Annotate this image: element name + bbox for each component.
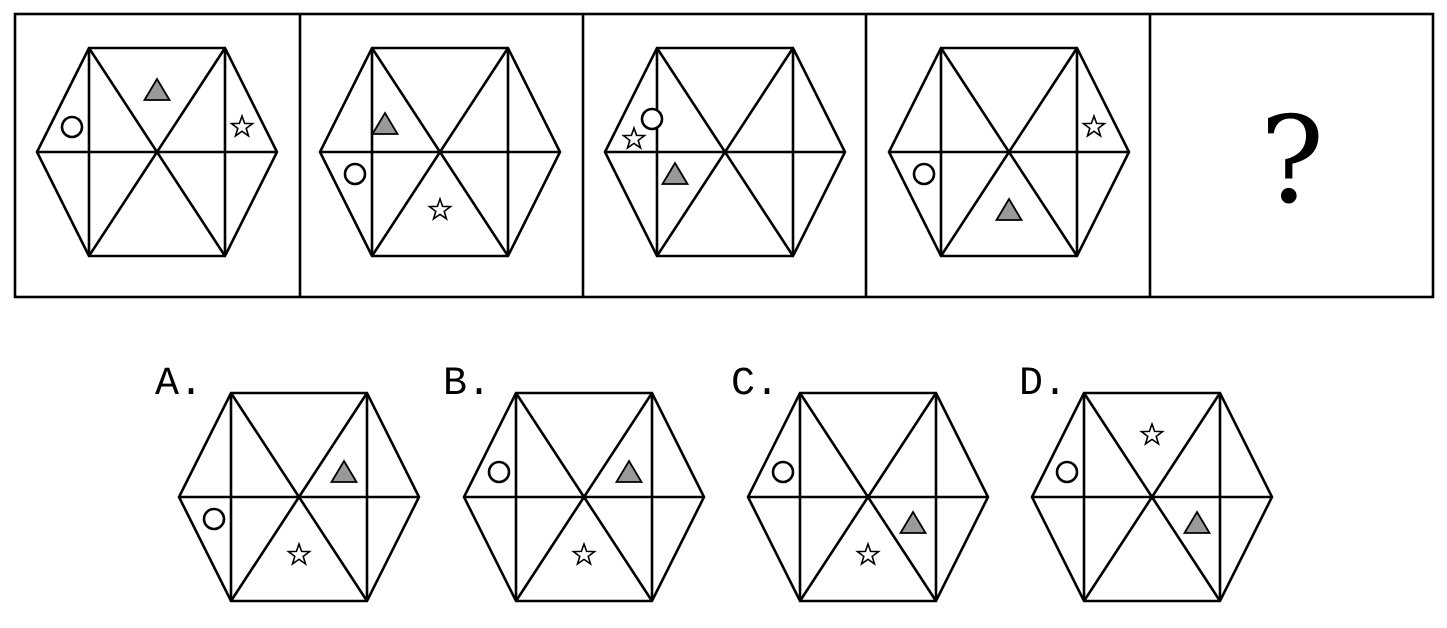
inner-diagonal-line (514, 392, 654, 602)
triangle-icon (370, 111, 400, 135)
sequence-4-figure (887, 46, 1131, 258)
star-icon (1139, 421, 1165, 446)
inner-diagonal-line (798, 392, 938, 602)
circle-icon (912, 162, 936, 186)
options-row: A. B. C. D. (155, 362, 1274, 603)
triangle-icon (614, 459, 644, 483)
option-label: A. (155, 362, 203, 407)
circle-icon (771, 460, 795, 484)
inner-diagonal-line (939, 47, 1079, 257)
circle-icon (1055, 460, 1079, 484)
star-icon (621, 125, 647, 150)
star-icon (286, 541, 312, 566)
triangle-icon (1182, 510, 1212, 534)
option-1-figure (177, 391, 421, 603)
triangle-icon (994, 197, 1024, 221)
star-icon (427, 196, 453, 221)
triangle-icon (660, 161, 690, 185)
sequence-3-figure (603, 46, 847, 258)
sequence-border (13, 12, 1435, 299)
triangle-icon (898, 510, 928, 534)
circle-icon (202, 507, 226, 531)
sequence-frame (13, 12, 1435, 299)
circle-icon (487, 460, 511, 484)
star-icon (229, 113, 255, 138)
option-2-figure (462, 391, 706, 603)
option-4-figure (1030, 391, 1274, 603)
triangle-icon (329, 459, 359, 483)
option-label: D. (1019, 362, 1067, 407)
option-label: B. (443, 362, 491, 407)
star-icon (855, 541, 881, 566)
star-icon (1081, 113, 1107, 138)
option-3-figure (746, 391, 990, 603)
sequence-2-figure (318, 46, 562, 258)
sequence-row (35, 46, 1131, 258)
star-icon (571, 541, 597, 566)
inner-diagonal-line (229, 392, 369, 602)
circle-icon (60, 115, 84, 139)
circle-icon (640, 107, 664, 131)
triangle-icon (142, 77, 172, 101)
inner-diagonal-line (87, 47, 227, 257)
option-label: C. (731, 362, 779, 407)
question-mark: ? (1260, 92, 1324, 231)
inner-diagonal-line (1082, 392, 1222, 602)
inner-diagonal-line (655, 47, 795, 257)
inner-diagonal-line (370, 47, 510, 257)
circle-icon (343, 162, 367, 186)
sequence-1-figure (35, 46, 279, 258)
